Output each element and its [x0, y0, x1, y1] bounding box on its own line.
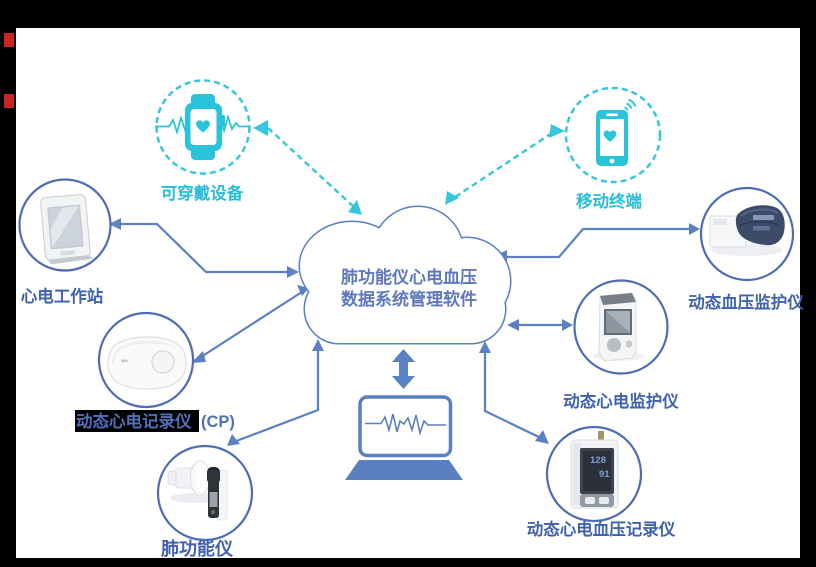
svg-text:肺功能仪心电血压: 肺功能仪心电血压 [341, 267, 477, 287]
svg-text:可穿戴设备: 可穿戴设备 [161, 183, 244, 203]
svg-text:心电工作站: 心电工作站 [21, 286, 104, 306]
svg-text:数据系统管理软件: 数据系统管理软件 [341, 289, 477, 309]
svg-text:(CP): (CP) [201, 413, 235, 431]
svg-text:动态血压监护仪: 动态血压监护仪 [688, 292, 804, 312]
svg-text:动态心电记录仪: 动态心电记录仪 [76, 411, 192, 431]
svg-text:动态心电血压记录仪: 动态心电血压记录仪 [527, 519, 676, 539]
svg-text:91: 91 [599, 469, 610, 480]
svg-text:肺功能仪: 肺功能仪 [161, 538, 234, 559]
svg-text:移动终端: 移动终端 [576, 191, 643, 211]
svg-text:动态心电监护仪: 动态心电监护仪 [563, 391, 679, 411]
svg-text:128: 128 [590, 455, 606, 466]
